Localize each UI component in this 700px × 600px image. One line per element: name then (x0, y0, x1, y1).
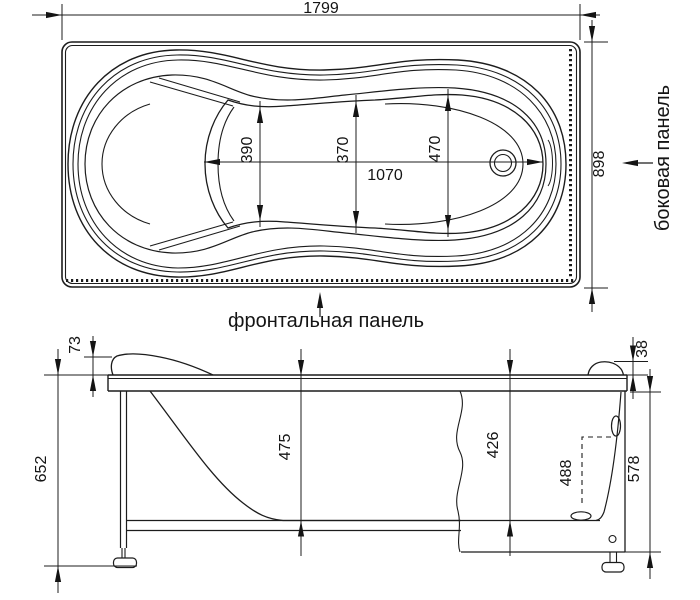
basin-contour (204, 93, 544, 235)
arrowhead (588, 26, 596, 42)
dim-basin-length-label: 1070 (367, 167, 403, 184)
arrowhead (646, 376, 654, 392)
tub-interior-profile (149, 390, 600, 522)
seat-lobe-inner-arc (101, 103, 151, 225)
right-foot (601, 561, 625, 573)
drain-circle-inner (493, 153, 513, 173)
dim-skirt-height: 578 (625, 369, 661, 579)
arrowhead (352, 101, 360, 117)
front-panel-label: фронтальная панель (228, 310, 424, 332)
seat-back-diagonal-bottom-2 (158, 225, 241, 251)
arrowhead (297, 520, 305, 537)
seat-back-diagonal-bottom-1 (149, 221, 234, 247)
top-plan-view: 1799 898 390 370 470 (32, 0, 674, 332)
grip-notch (547, 139, 553, 187)
dim-waist-width: 370 (335, 95, 360, 233)
side-panel-label: боковая панель (652, 85, 674, 231)
break-wavy-line (456, 390, 464, 553)
arrowhead (89, 341, 97, 357)
dim-waist-width-label: 370 (335, 137, 352, 164)
dim-headrest-height: 73 (67, 336, 112, 397)
seat-back-diagonal-top-2 (158, 77, 241, 103)
rim-contour-2 (72, 54, 562, 273)
arrowhead (444, 215, 452, 231)
deck-outline (61, 41, 581, 288)
seat-front-inner-arc (217, 106, 235, 222)
ledge-profile (587, 361, 625, 376)
arrowhead (506, 360, 514, 376)
arrowhead (256, 205, 264, 221)
rim-contour-3 (77, 59, 557, 269)
arrowhead (444, 95, 452, 111)
arrowhead (256, 107, 264, 123)
rim-band (107, 374, 628, 392)
deck-inner-outline (64, 44, 578, 285)
dim-overall-height: 652 (33, 349, 137, 593)
drain-pipe-dashed-line (581, 436, 611, 506)
dim-foot-width-label: 470 (427, 136, 444, 163)
drain-circle-outer (489, 149, 517, 177)
overflow-hole (610, 415, 622, 437)
dim-skirt-height-label: 578 (626, 456, 643, 483)
seat-back-diagonal-top-1 (149, 81, 234, 107)
dim-depth-right-label: 426 (485, 432, 502, 459)
arrowhead (527, 158, 543, 166)
dim-seat-width: 390 (239, 101, 264, 227)
arrowhead (204, 158, 220, 166)
left-leg (112, 391, 138, 569)
arrowhead (352, 211, 360, 227)
left-foot (112, 557, 138, 569)
arrowhead (506, 520, 514, 537)
arrowhead (580, 11, 596, 19)
arrowhead (46, 11, 62, 19)
arrowhead (622, 159, 638, 167)
arrowhead (646, 552, 654, 568)
bowl-outer-contour (84, 74, 547, 254)
rim-contour-outer (67, 49, 567, 278)
dim-basin-length: 1070 (204, 158, 543, 184)
dim-drain-offset-label: 488 (558, 460, 575, 487)
tub-end-profile (595, 391, 622, 522)
arrowhead (297, 360, 305, 376)
dim-seat-width-label: 390 (239, 137, 256, 164)
arrowhead (89, 375, 97, 391)
front-panel-callout: фронтальная панель (228, 292, 424, 332)
side-panel-callout: боковая панель (622, 85, 674, 231)
dim-foot-width: 470 (427, 89, 452, 237)
arrowhead (54, 566, 62, 582)
fixing-screw (608, 534, 617, 544)
arrowhead (629, 375, 637, 391)
arrowhead (54, 359, 62, 375)
dim-overall-length-label: 1799 (303, 0, 339, 17)
dim-overall-length: 1799 (32, 0, 600, 40)
frame-bar (127, 519, 461, 532)
dim-depth-right: 426 (485, 349, 514, 556)
basin-floor-contour (384, 103, 524, 225)
arrowhead (316, 292, 324, 308)
dim-depth-left-label: 475 (277, 434, 294, 461)
dim-overall-width: 898 (584, 20, 608, 312)
dim-ledge-height-label: 38 (634, 340, 651, 358)
dim-headrest-height-label: 73 (67, 336, 84, 354)
right-leg (601, 552, 625, 573)
apron-panel (456, 390, 626, 553)
arrowhead (588, 288, 596, 304)
side-elevation-view: 73 652 475 426 488 (33, 336, 661, 593)
dim-overall-width-label: 898 (591, 151, 608, 178)
dim-depth-left: 475 (277, 349, 305, 556)
drain-hole (570, 511, 592, 521)
dim-overall-height-label: 652 (33, 456, 50, 483)
dim-ledge-height: 38 (614, 337, 651, 399)
headrest-profile (110, 353, 214, 376)
